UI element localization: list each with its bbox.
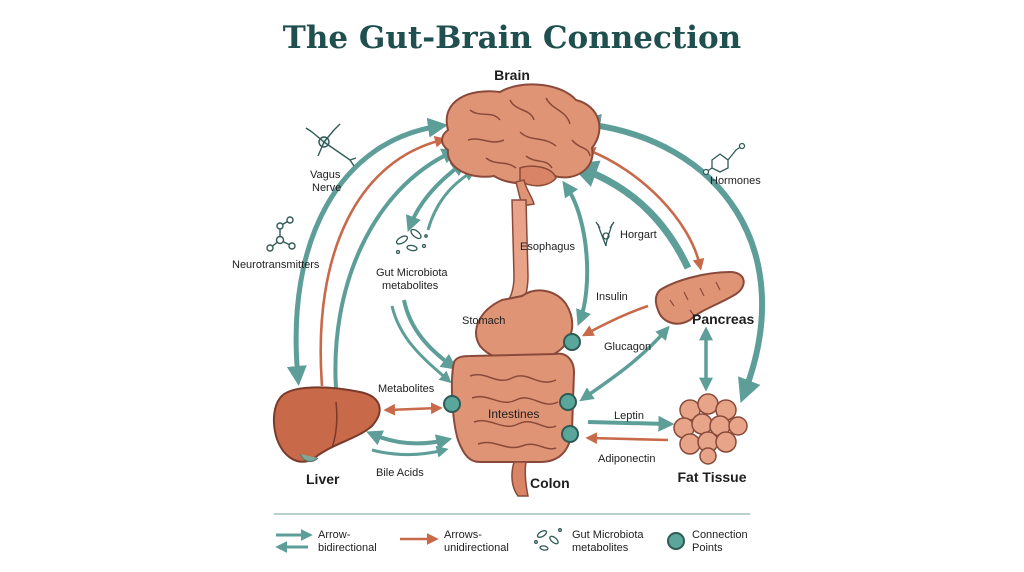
- hormones-label: Hormones: [710, 175, 761, 187]
- connection-point-icon: [667, 532, 685, 550]
- arrow-microbiota-gut-2: [390, 305, 452, 384]
- fat-tissue-illustration: [673, 393, 748, 465]
- leptin-label: Leptin: [614, 410, 644, 422]
- arrow-brain-liver-teal: [286, 117, 448, 386]
- legend-microbiota-label-2: metabolites: [572, 542, 629, 554]
- vagus-nerve-label-1: Vagus: [310, 169, 341, 181]
- brain-illustration: [441, 83, 601, 207]
- arrow-bile-acids-2: [371, 445, 449, 458]
- arrow-bile-acids-1: [366, 430, 453, 450]
- neuron-icon: [305, 123, 357, 167]
- legend-microbiota-label-1: Gut Microbiota: [572, 529, 644, 541]
- arrow-brain-pancreas-teal: [569, 160, 692, 270]
- esophagus-label: Esophagus: [520, 241, 576, 253]
- connection-point-intestines-left: [443, 395, 461, 413]
- metabolites-label: Metabolites: [378, 383, 435, 395]
- arrow-adiponectin: [585, 432, 669, 445]
- brain-label: Brain: [494, 67, 530, 83]
- legend: Arrow- bidirectional Arrows- unidirectio…: [274, 513, 750, 554]
- arrows: [286, 113, 765, 458]
- molecule-icon: [266, 216, 296, 252]
- legend-bacteria-icon: [534, 528, 562, 551]
- vagus-nerve-label-2: Nerve: [312, 182, 341, 194]
- bacteria-icon: [395, 228, 428, 255]
- arrow-glucagon: [579, 325, 670, 402]
- legend-bidirectional-icon: [275, 529, 313, 553]
- insulin-label: Insulin: [596, 291, 628, 303]
- legend-connection-label-2: Points: [692, 542, 723, 554]
- legend-bidirectional-label-1: Arrow-: [318, 529, 351, 541]
- horgart-label: Horgart: [620, 229, 657, 241]
- arrow-brain-fat-teal: [576, 113, 765, 403]
- pancreas-label: Pancreas: [692, 311, 754, 327]
- arrow-microbiota-brain-1: [405, 160, 468, 232]
- gut-microbiota-label-1: Gut Microbiota: [376, 267, 448, 279]
- connection-point-stomach: [563, 333, 581, 351]
- liver-illustration: [272, 386, 381, 463]
- arrow-microbiota-brain-2: [426, 169, 477, 231]
- bile-acids-label: Bile Acids: [376, 467, 424, 479]
- gut-microbiota-label-2: metabolites: [382, 280, 439, 292]
- arrow-insulin: [581, 304, 649, 337]
- stomach-illustration: [475, 199, 574, 363]
- neurotransmitters-label: Neurotransmitters: [232, 259, 320, 271]
- horgart-icon: [595, 221, 615, 247]
- legend-unidirectional-label-2: unidirectional: [444, 542, 509, 554]
- connection-point-intestines-right-1: [559, 393, 577, 411]
- legend-connection-label-1: Connection: [692, 529, 748, 541]
- arrow-brain-pancreas-rust: [583, 147, 705, 271]
- arrow-metabolites: [383, 402, 443, 416]
- legend-bidirectional-label-2: bidirectional: [318, 542, 377, 554]
- connection-points: [443, 333, 581, 443]
- arrow-brain-gut-right: [562, 180, 591, 326]
- fat-tissue-label: Fat Tissue: [678, 469, 747, 485]
- colon-label: Colon: [530, 475, 570, 491]
- glucagon-label: Glucagon: [604, 341, 651, 353]
- arrow-brain-liver-rust: [319, 135, 447, 387]
- legend-unidirectional-label-1: Arrows-: [444, 529, 482, 541]
- intestines-label: Intestines: [488, 407, 539, 421]
- adiponectin-label: Adiponectin: [598, 453, 656, 465]
- arrow-microbiota-gut-1: [402, 299, 458, 370]
- intestines-illustration: [450, 352, 576, 497]
- stomach-label: Stomach: [462, 315, 505, 327]
- liver-label: Liver: [306, 471, 340, 487]
- connection-point-intestines-right-2: [561, 425, 579, 443]
- diagram-title: The Gut-Brain Connection: [283, 20, 741, 56]
- pancreas-illustration: [654, 270, 745, 325]
- hormone-molecule-icon: [702, 142, 746, 176]
- arrow-leptin: [587, 415, 675, 432]
